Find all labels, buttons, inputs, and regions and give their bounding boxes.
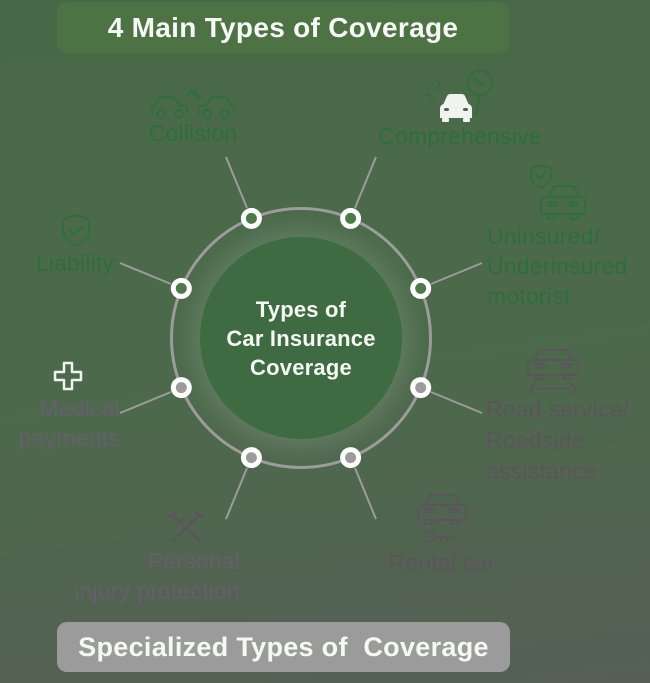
collision-label: Collision	[148, 120, 238, 146]
comprehensive-label: Comprehensive	[378, 123, 542, 149]
main-types-header-label: 4 Main Types of Coverage	[107, 11, 459, 43]
medical-cross-icon	[52, 360, 84, 392]
rental-car-label: Rental car	[388, 550, 496, 576]
dot-medical	[170, 377, 192, 399]
liability-label: Liability	[35, 250, 115, 276]
dot-uninsured	[410, 277, 432, 299]
roadservice-label: Road service/ Roadside assistance	[486, 396, 630, 484]
hub-circle: Types of Car Insurance Coverage	[200, 237, 402, 439]
spoke-collision	[225, 156, 248, 209]
pip-label: Personal injury protection	[74, 548, 240, 604]
crossed-crutches-icon	[166, 509, 206, 547]
specialized-types-header-label: Specialized Types of Coverage	[78, 631, 489, 662]
spoke-uninsured	[430, 262, 483, 285]
spoke-rental	[354, 467, 377, 520]
uninsured-label: Uninsured/ Underinsured motorist	[487, 223, 628, 309]
medical-payments-label: Medical payments	[18, 395, 120, 451]
hub-title: Types of Car Insurance Coverage	[226, 296, 376, 380]
dot-comprehensive	[340, 207, 362, 229]
dot-liability	[170, 277, 192, 299]
dot-pip	[240, 447, 262, 469]
car-wrench-icon	[524, 344, 582, 394]
spoke-medical	[119, 391, 172, 414]
dot-rental	[340, 447, 362, 469]
car-key-icon	[414, 490, 470, 548]
dot-roadservice	[410, 377, 432, 399]
spoke-comprehensive	[354, 156, 377, 209]
car-under-tree-icon	[424, 68, 508, 122]
collision-cars-icon	[150, 83, 236, 123]
specialized-types-header: Specialized Types of Coverage	[57, 622, 510, 672]
spoke-pip	[225, 467, 248, 520]
shield-check-icon	[60, 213, 92, 249]
spoke-roadservice	[430, 391, 483, 414]
car-shield-icon	[527, 163, 591, 223]
dot-collision	[240, 207, 262, 229]
main-types-header: 4 Main Types of Coverage	[57, 2, 509, 53]
